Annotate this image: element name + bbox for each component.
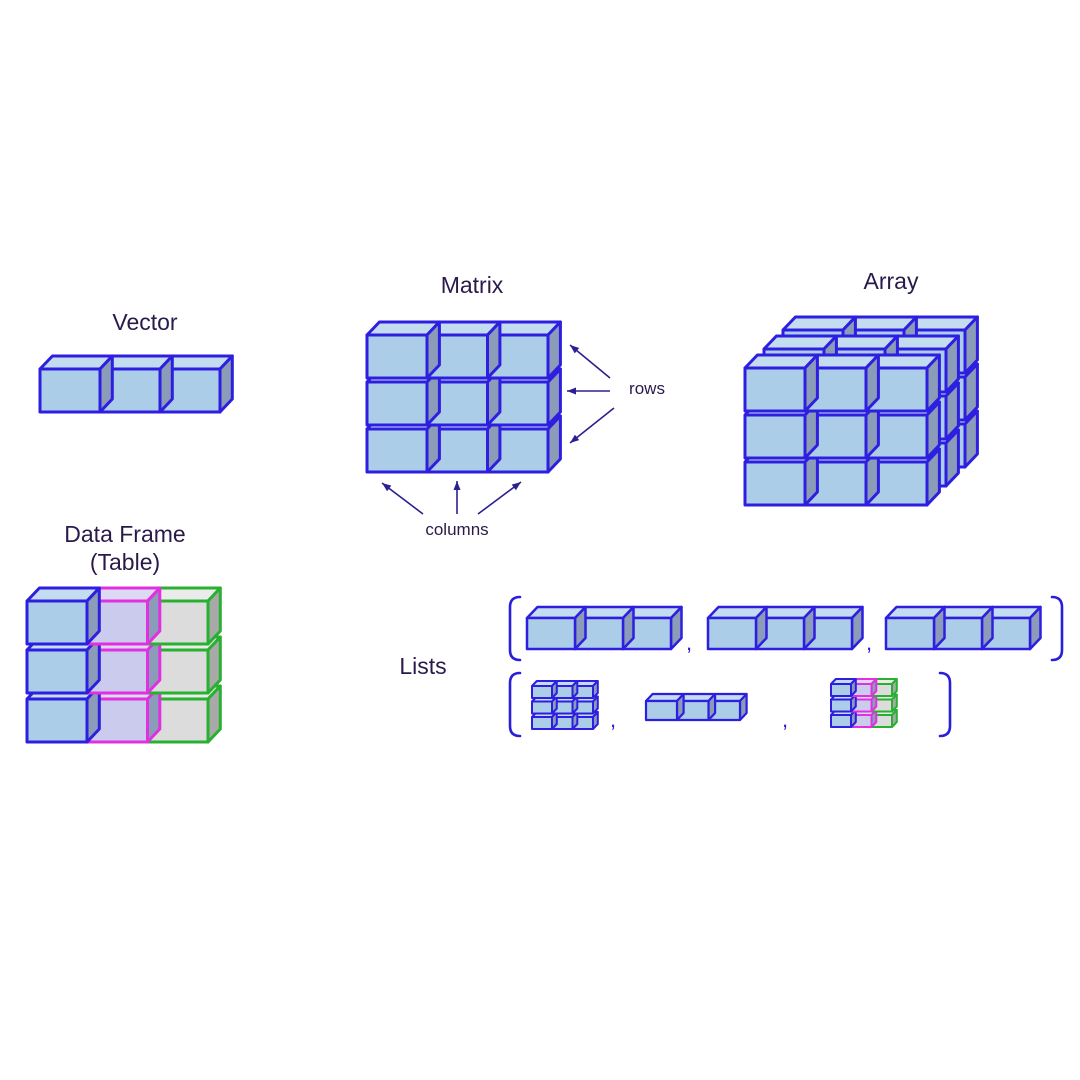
right-bracket bbox=[1050, 595, 1064, 662]
matrix-title: Matrix bbox=[440, 272, 504, 298]
list-2: ,, bbox=[508, 671, 952, 738]
array-figure bbox=[743, 315, 979, 507]
cell-cube bbox=[830, 709, 857, 728]
arrow bbox=[453, 481, 461, 514]
cell-cube bbox=[932, 605, 994, 651]
data-frame-figure bbox=[25, 586, 222, 744]
lists-figure: ,,,, bbox=[508, 595, 1064, 738]
list-separator: , bbox=[610, 707, 616, 732]
cell-cube bbox=[25, 586, 101, 646]
columns-label: columns bbox=[425, 520, 489, 539]
matrix-figure bbox=[365, 320, 615, 515]
cell-cube bbox=[830, 678, 857, 697]
data-frame-title: Data Frame bbox=[64, 521, 186, 547]
cell-cube bbox=[531, 695, 558, 715]
right-bracket bbox=[938, 671, 952, 738]
arrow bbox=[567, 387, 610, 395]
cell-cube bbox=[706, 605, 768, 651]
data-frame-subtitle: (Table) bbox=[89, 549, 161, 575]
cell-cube bbox=[365, 320, 441, 380]
list-separator: , bbox=[686, 630, 692, 655]
left-bracket bbox=[508, 595, 522, 662]
arrow bbox=[477, 481, 522, 515]
cell-cube bbox=[98, 354, 174, 414]
lists-title: Lists bbox=[399, 653, 447, 679]
cell-cube bbox=[707, 692, 748, 722]
rows-arrows bbox=[567, 344, 615, 444]
list-separator: , bbox=[866, 630, 872, 655]
cell-cube bbox=[644, 692, 685, 722]
list-separator: , bbox=[782, 707, 788, 732]
cell-cube bbox=[830, 693, 857, 713]
arrow bbox=[569, 344, 611, 379]
vector-title: Vector bbox=[112, 309, 178, 335]
cell-cube bbox=[531, 711, 558, 730]
vector-figure bbox=[38, 354, 234, 414]
rows-label: rows bbox=[629, 379, 665, 398]
cell-cube bbox=[743, 353, 819, 413]
cell-cube bbox=[525, 605, 587, 651]
cell-cube bbox=[884, 605, 946, 651]
list-1: ,, bbox=[508, 595, 1064, 662]
arrow bbox=[569, 407, 615, 444]
columns-arrows bbox=[381, 481, 522, 515]
cell-cube bbox=[850, 678, 878, 697]
left-bracket bbox=[508, 671, 522, 738]
array-title: Array bbox=[863, 268, 919, 294]
cell-cube bbox=[38, 354, 114, 414]
arrow bbox=[381, 482, 424, 515]
cell-cube bbox=[531, 680, 558, 699]
